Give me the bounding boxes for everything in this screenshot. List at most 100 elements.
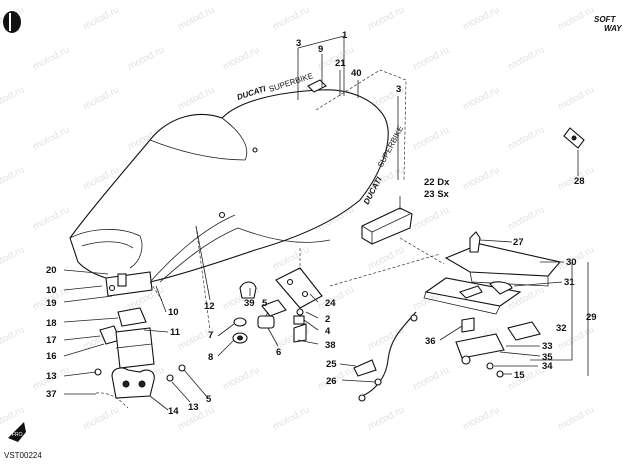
callout-38: 38 [325, 340, 336, 351]
watermark-text: motod.ru [81, 404, 121, 432]
small-hardware-right [293, 308, 307, 343]
callout-35: 35 [542, 352, 553, 363]
rubber-buffers [232, 281, 275, 344]
callout-14: 14 [168, 406, 179, 417]
watermark-text: motod.ru [556, 4, 596, 32]
callout-3-top: 3 [296, 38, 301, 49]
callout-16: 16 [46, 351, 57, 362]
callout-13-right: 13 [188, 402, 199, 413]
watermark-text: motod.ru [411, 124, 451, 152]
brand-bottom-text: WAY [604, 24, 622, 33]
clip-part [563, 127, 585, 149]
watermark-text: motod.ru [461, 4, 501, 32]
callout-19: 19 [46, 298, 57, 309]
emblem-part [307, 79, 327, 93]
watermark-text: motod.ru [271, 4, 311, 32]
watermark-text: motod.ru [271, 404, 311, 432]
callout-7: 7 [208, 330, 213, 341]
watermark-text: motod.ru [126, 44, 166, 72]
watermark-text: motod.ru [411, 204, 451, 232]
callout-31: 31 [564, 277, 575, 288]
callout-30: 30 [566, 257, 577, 268]
callout-37: 37 [46, 389, 57, 400]
watermark-text: motod.ru [81, 84, 121, 112]
watermark-text: motod.ru [0, 164, 26, 192]
watermark-text: motod.ru [31, 124, 71, 152]
callout-22-dx: 22 Dx [424, 177, 450, 188]
callout-5-mid: 5 [262, 298, 268, 309]
release-cable [353, 311, 418, 402]
callout-9: 9 [318, 44, 323, 55]
watermark-text: motod.ru [271, 244, 311, 272]
watermark-text: motod.ru [556, 84, 596, 112]
callout-32: 32 [556, 323, 567, 334]
seat-assembly: DUCATI SUPERBIKE DUCATI SUPERBIKE [69, 71, 405, 284]
watermark-text: motod.ru [31, 204, 71, 232]
watermark-text: motod.ru [0, 84, 26, 112]
callout-11: 11 [170, 327, 181, 338]
watermark-text: motod.ru [506, 204, 546, 232]
svg-text:FRO: FRO [12, 432, 23, 438]
mount-plate [261, 267, 323, 317]
callout-39: 39 [244, 298, 255, 309]
watermark-text: motod.ru [506, 44, 546, 72]
callout-8: 8 [208, 352, 213, 363]
watermark-text: motod.ru [176, 84, 216, 112]
watermark-text: motod.ru [506, 124, 546, 152]
watermark-text: motod.ru [366, 244, 406, 272]
callout-2: 2 [325, 314, 330, 325]
tail-light-assembly [423, 231, 562, 378]
watermark-text: motod.ru [221, 44, 261, 72]
watermark-text: motod.ru [461, 164, 501, 192]
callout-1: 1 [342, 30, 348, 41]
corner-logo-icon [3, 11, 21, 33]
watermark-text: motod.ru [0, 244, 26, 272]
latch-assembly [94, 271, 186, 399]
callout-25: 25 [326, 359, 337, 370]
watermark-text: motod.ru [461, 404, 501, 432]
callout-28: 28 [574, 176, 585, 187]
callout-6: 6 [276, 347, 281, 358]
callout-10-left: 10 [46, 285, 57, 296]
callout-33: 33 [542, 341, 553, 352]
callout-26: 26 [326, 376, 337, 387]
watermark-text: motod.ru [0, 324, 26, 352]
watermark-text: motod.ru [366, 404, 406, 432]
guide-lines [95, 69, 445, 409]
watermark-text: motod.ru [221, 364, 261, 392]
watermark-text: motod.ru [506, 364, 546, 392]
watermark-text: motod.ru [81, 4, 121, 32]
callout-18: 18 [46, 318, 57, 329]
callout-3-right: 3 [396, 84, 401, 95]
watermark-text: motod.ru [366, 324, 406, 352]
callout-23-sx: 23 Sx [424, 189, 450, 200]
callout-10-right: 10 [168, 307, 179, 318]
leader-lines [63, 35, 589, 411]
watermark-text: motod.ru [411, 364, 451, 392]
callout-21: 21 [335, 58, 346, 69]
callout-5: 5 [206, 394, 212, 405]
watermark-text: motod.ru [461, 84, 501, 112]
callout-40: 40 [351, 68, 362, 79]
pad-part [361, 207, 413, 245]
callout-36: 36 [425, 336, 436, 347]
callout-20: 20 [46, 265, 57, 276]
watermark-text: motod.ru [506, 284, 546, 312]
callout-4: 4 [325, 326, 331, 337]
watermark-text: motod.ru [366, 4, 406, 32]
watermark-text: motod.ru [411, 44, 451, 72]
front-arrow-icon: FRO [8, 422, 26, 442]
callout-34: 34 [542, 361, 553, 372]
watermark-text: motod.ru [556, 404, 596, 432]
watermark-text: motod.ru [316, 284, 356, 312]
callout-15: 15 [514, 370, 525, 381]
watermark-text: motod.ru [176, 4, 216, 32]
watermark-text: motod.ru [31, 44, 71, 72]
brand-top-text: SOFT [594, 15, 616, 24]
callout-29: 29 [586, 312, 597, 323]
callout-27: 27 [513, 237, 524, 248]
drawing-code: VST00224 [4, 451, 42, 460]
callout-labels: 3 1 9 21 40 3 28 22 Dx 23 Sx 27 30 31 29… [46, 30, 597, 417]
